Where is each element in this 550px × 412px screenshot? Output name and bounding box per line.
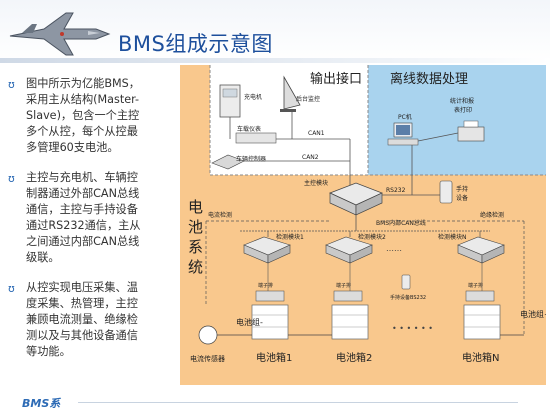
module2-label: 检测模块2: [358, 233, 386, 241]
detection-module-2: 检测模块2: [325, 233, 386, 264]
slide-title: BMS组成示意图: [118, 32, 273, 56]
battery-box-1: 电池箱1: [251, 304, 292, 364]
battery-system-char: 系: [188, 238, 203, 256]
bullet-item: ʊ 图中所示为亿能BMS， 采用主从结构(Master- Slave)，包含一个…: [8, 77, 140, 154]
battery-box-n: 电池箱N: [462, 304, 501, 364]
terminal-block-1: 端子排: [255, 282, 285, 302]
footer-divider: [78, 402, 518, 403]
charger-device: 充电机: [219, 84, 262, 118]
bms-diagram: 输出接口 离线数据处理 电 池 系 统 充电机 后台监控 车载仪表 车辆控制器: [180, 65, 546, 385]
battery-box-2: 电池箱2: [331, 304, 372, 364]
bullet-marker-icon: ʊ: [8, 282, 15, 295]
group-minus-label: 电池组-: [236, 317, 263, 327]
header-band: BMS组成示意图: [0, 0, 550, 62]
master-label: 主控模块: [304, 179, 328, 187]
detection-module-1: 检测模块1: [243, 233, 304, 264]
bullet-marker-icon: ʊ: [8, 78, 15, 91]
can1-label: CAN1: [308, 130, 325, 137]
insulation-detect-label: 绝缘检测: [480, 211, 504, 219]
output-interface-label: 输出接口: [310, 71, 362, 87]
group-plus-label: 电池组+: [520, 309, 546, 319]
terminal-label: 端子排: [258, 282, 273, 289]
printer-device: 统计和报 表打印: [450, 97, 485, 142]
terminal-block-n: 端子排: [465, 282, 495, 302]
can2-label: CAN2: [302, 154, 319, 161]
handheld-label-2: 设备: [456, 194, 468, 202]
box1-label: 电池箱1: [256, 351, 292, 364]
detection-module-n: 检测模块N: [438, 233, 505, 264]
moduleN-label: 检测模块N: [438, 233, 467, 241]
instrument-label: 车载仪表: [237, 125, 261, 133]
printer-label-1: 统计和报: [450, 97, 474, 105]
module1-label: 检测模块1: [276, 233, 304, 241]
internal-can-label: BMS内部CAN总线: [376, 219, 426, 227]
monitor-label: 后台监控: [296, 95, 320, 103]
bullet-item: ʊ 从控实现电压采集、温 度采集、热管理，主控 兼顾电流测量、绝缘检 测以及与其…: [8, 281, 138, 358]
master-module: 主控模块: [304, 179, 383, 216]
instrument-panel-device: 车载仪表: [235, 125, 277, 144]
bms-logo: BMS系: [22, 397, 61, 410]
battery-system-char: 电: [188, 198, 203, 216]
battery-system-char: 统: [188, 258, 203, 276]
bullet-item: ʊ 主控与充电机、车辆控 制器通过外部CAN总线 通信，主控与手持设备 通过RS…: [8, 171, 141, 264]
vcu-label: 车辆控制器: [236, 155, 266, 163]
terminal-label: 端子排: [468, 282, 483, 289]
handheld-bs232-device: 手持设备BS232: [390, 274, 426, 301]
offline-region: [368, 65, 546, 175]
output-region: [210, 65, 368, 175]
handheld-bs232-label: 手持设备BS232: [390, 294, 426, 301]
handheld-device: 手持 设备: [439, 180, 468, 204]
bullet-list: ʊ 图中所示为亿能BMS， 采用主从结构(Master- Slave)，包含一个…: [4, 76, 176, 374]
background-monitor-device: 后台监控: [280, 75, 320, 112]
boxN-label: 电池箱N: [462, 351, 499, 364]
title-underline: [0, 58, 550, 63]
battery-system-char: 池: [188, 218, 203, 236]
terminal-label: 端子排: [336, 282, 351, 289]
rs232-label: RS232: [386, 187, 406, 194]
sensor-label: 电流传感器: [190, 354, 225, 363]
handheld-label-1: 手持: [456, 185, 468, 193]
current-detect-label: 电流检测: [208, 211, 232, 219]
bullet-marker-icon: ʊ: [8, 172, 15, 185]
jet-fighter-icon: [9, 12, 111, 56]
pc-device: PC机: [387, 113, 419, 146]
pc-label: PC机: [398, 113, 412, 121]
offline-processing-label: 离线数据处理: [390, 71, 468, 87]
module-ellipsis: ……: [386, 244, 402, 253]
box2-label: 电池箱2: [336, 351, 372, 364]
box-dots: • • • • • •: [392, 324, 433, 333]
terminal-block-2: 端子排: [333, 282, 363, 302]
charger-label: 充电机: [244, 93, 262, 101]
printer-label-2: 表打印: [454, 106, 472, 114]
